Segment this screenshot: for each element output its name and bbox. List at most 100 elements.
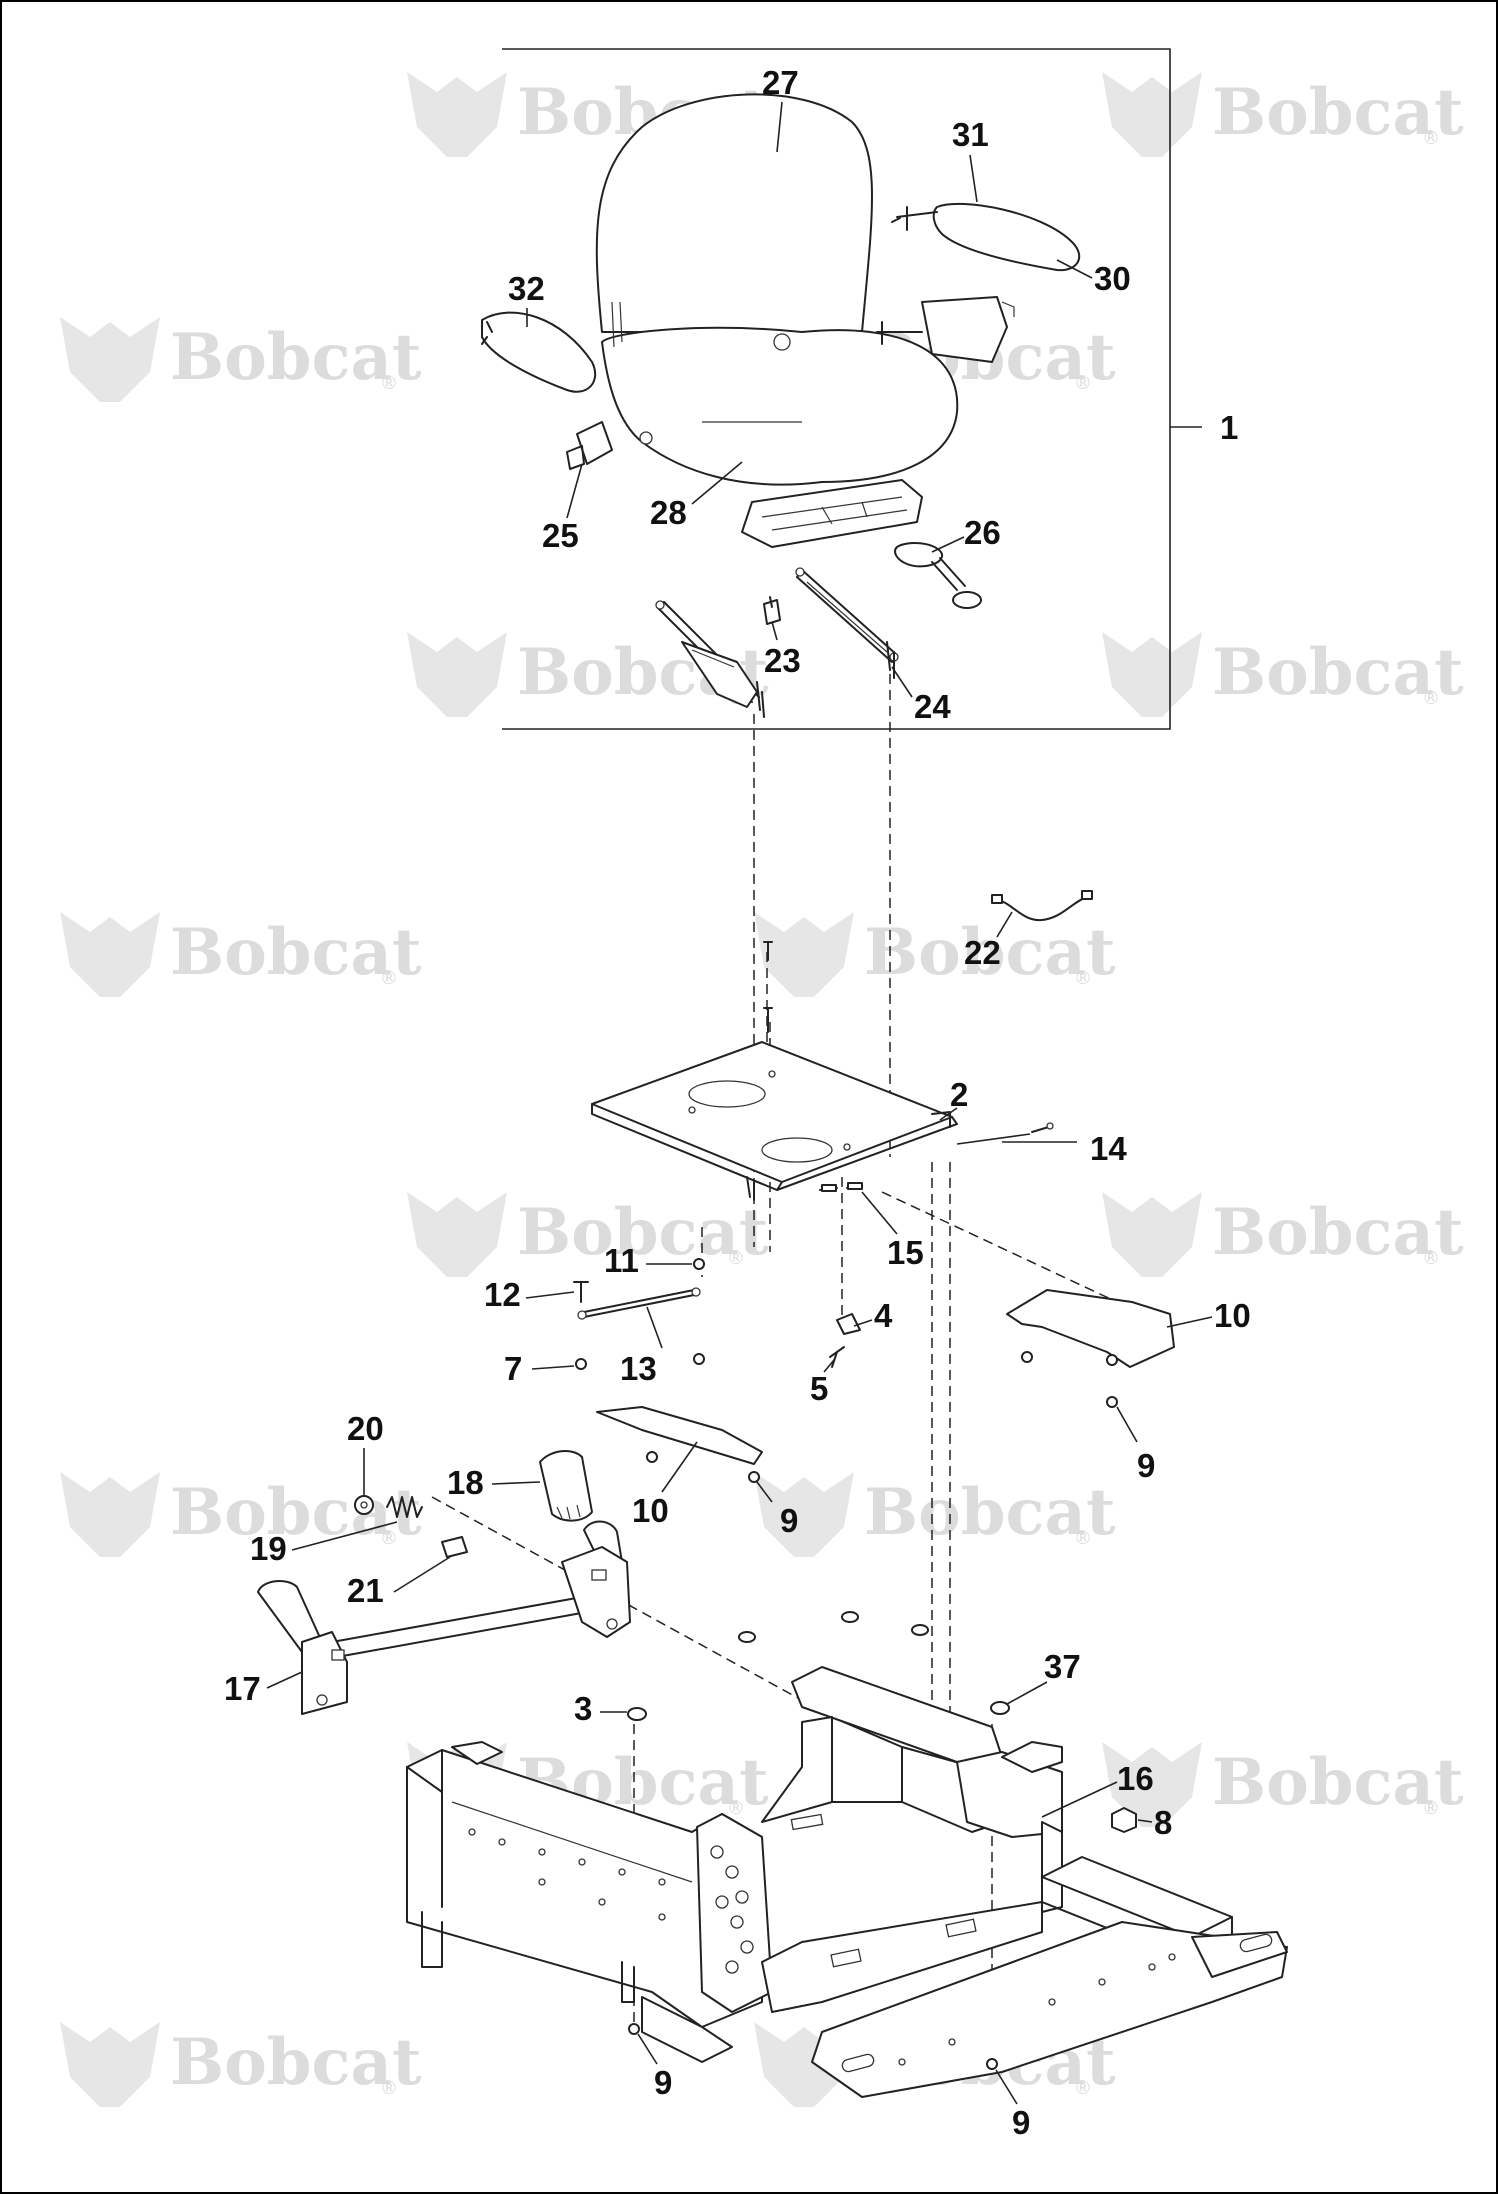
bolt-12 xyxy=(573,1281,589,1303)
svg-text:®: ® xyxy=(380,968,398,989)
leader-18 xyxy=(491,1481,541,1485)
callout-24: 24 xyxy=(914,688,951,725)
svg-text:®: ® xyxy=(1422,1798,1440,1819)
seat-slide-rails xyxy=(655,567,899,718)
leader-10-left xyxy=(661,1441,698,1493)
callout-11: 11 xyxy=(604,1242,639,1279)
leader-12 xyxy=(525,1291,575,1299)
wire-harness xyxy=(991,890,1093,922)
svg-text:®: ® xyxy=(1074,373,1092,394)
callout-12: 12 xyxy=(484,1276,521,1313)
callout-23: 23 xyxy=(764,642,801,679)
callout-17: 17 xyxy=(224,1670,261,1707)
leader-9-bottom-right xyxy=(995,2069,1018,2105)
watermark-logo: Bobcat ® xyxy=(754,1472,1116,1557)
seat-bolts xyxy=(763,941,773,1033)
callout-14: 14 xyxy=(1090,1130,1127,1167)
callout-28: 28 xyxy=(650,494,687,531)
seat-mount-plate xyxy=(591,1041,958,1201)
svg-text:Bobcat: Bobcat xyxy=(517,1195,769,1270)
callout-30: 30 xyxy=(1094,260,1131,297)
callout-37: 37 xyxy=(1044,1648,1081,1685)
callout-9-left: 9 xyxy=(780,1502,798,1539)
callout-9-bottom-right: 9 xyxy=(1012,2104,1030,2141)
callout-16: 16 xyxy=(1117,1760,1154,1797)
callout-13: 13 xyxy=(620,1350,657,1387)
leader-25 xyxy=(566,463,583,519)
svg-text:®: ® xyxy=(727,1248,745,1269)
watermark-logo: Bobcat ® xyxy=(60,2022,422,2107)
svg-text:Bobcat: Bobcat xyxy=(170,915,422,990)
callout-10-right: 10 xyxy=(1214,1297,1251,1334)
svg-text:Bobcat: Bobcat xyxy=(864,1475,1116,1550)
leader-16 xyxy=(1041,1781,1118,1818)
watermark-logo: Bobcat ® xyxy=(407,1192,769,1277)
clip-4 xyxy=(836,1313,861,1335)
nut-11 xyxy=(693,1258,705,1270)
leader-22 xyxy=(996,911,1013,938)
seat-belt xyxy=(894,541,982,609)
leader-26 xyxy=(931,536,965,553)
svg-text:Bobcat: Bobcat xyxy=(170,2025,422,2100)
watermark-layer: Bobcat ® Bobcat ® Bobcat ® Bobcat ® Bobc… xyxy=(60,72,1464,2107)
svg-text:®: ® xyxy=(1074,2078,1092,2099)
pin-14 xyxy=(1031,1122,1054,1133)
svg-text:®: ® xyxy=(1074,968,1092,989)
seat-latch xyxy=(763,596,781,625)
leader-10-right xyxy=(1166,1316,1213,1328)
watermark-logo: Bobcat ® xyxy=(754,912,1116,997)
leader-7 xyxy=(531,1365,575,1370)
watermark-logo: Bobcat ® xyxy=(60,1472,422,1557)
callout-15: 15 xyxy=(887,1234,924,1271)
nut-8 xyxy=(1111,1807,1137,1833)
watermark-logo: Bobcat ® xyxy=(1102,1742,1464,1827)
callout-18: 18 xyxy=(447,1464,484,1501)
svg-text:®: ® xyxy=(380,1528,398,1549)
bolt-5 xyxy=(829,1346,845,1368)
callout-26: 26 xyxy=(964,514,1001,551)
leader-5 xyxy=(823,1359,835,1373)
grip-18 xyxy=(539,1450,593,1522)
leader-14b xyxy=(956,1133,1031,1145)
leader-31 xyxy=(969,154,978,203)
leader-13 xyxy=(646,1306,663,1349)
callout-31: 31 xyxy=(952,116,989,153)
callout-21: 21 xyxy=(347,1572,384,1609)
svg-text:®: ® xyxy=(1422,1248,1440,1269)
seat-hinge-bracket xyxy=(876,296,1015,363)
lever-assembly xyxy=(257,1520,631,1715)
svg-text:®: ® xyxy=(1074,1528,1092,1549)
watermark-logo: Bobcat ® xyxy=(1102,632,1464,717)
callout-32: 32 xyxy=(508,270,545,307)
svg-text:Bobcat: Bobcat xyxy=(170,1475,422,1550)
callout-3: 3 xyxy=(574,1690,592,1727)
nut-9-bottom-left xyxy=(628,2023,640,2035)
watermark-logo: Bobcat ® xyxy=(60,317,422,402)
callout-5: 5 xyxy=(810,1370,828,1407)
leader-4 xyxy=(853,1319,873,1327)
callout-9-bottom-left: 9 xyxy=(654,2064,672,2101)
callout-1: 1 xyxy=(1220,409,1238,446)
leader-9-right xyxy=(1116,1406,1138,1443)
leader-28 xyxy=(691,461,743,505)
callout-2: 2 xyxy=(950,1076,968,1113)
svg-text:Bobcat: Bobcat xyxy=(1212,635,1464,710)
leader-21 xyxy=(393,1556,451,1593)
callout-9-right: 9 xyxy=(1137,1447,1155,1484)
svg-text:Bobcat: Bobcat xyxy=(1212,1745,1464,1820)
leader-9-bottom-left xyxy=(637,2033,658,2065)
callout-4: 4 xyxy=(874,1297,893,1334)
pin-15 xyxy=(819,1182,863,1192)
rod-13 xyxy=(577,1287,701,1320)
svg-text:®: ® xyxy=(727,1798,745,1819)
armrest-right xyxy=(891,202,1081,272)
nut-9-right xyxy=(1106,1396,1118,1408)
leader-19 xyxy=(291,1521,398,1551)
svg-text:Bobcat: Bobcat xyxy=(1212,1195,1464,1270)
bushing-21 xyxy=(441,1536,468,1558)
bumpers xyxy=(627,1611,1010,1721)
nut-9-bottom-right xyxy=(986,2058,998,2070)
leader-9-left xyxy=(756,1481,773,1503)
